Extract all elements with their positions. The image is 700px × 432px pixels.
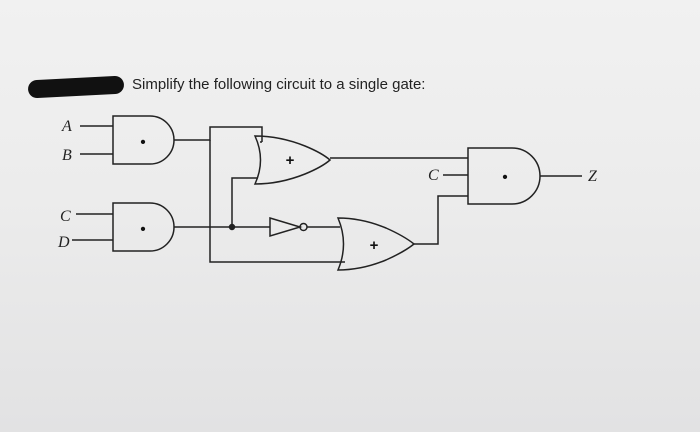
- not-gate: [269, 216, 303, 238]
- and-gate-right: [467, 147, 541, 205]
- wire-and-top-to-or: [174, 126, 263, 142]
- and-gate-top-symbol: •: [140, 134, 145, 151]
- or-gate-top: [253, 135, 332, 185]
- and-gate-bottom: [112, 202, 175, 252]
- or-gate-top-symbol: +: [286, 152, 295, 169]
- wire-and-bottom-to-or-top: [174, 177, 258, 228]
- output-label-z: Z: [588, 168, 598, 185]
- junction-dot: [228, 223, 236, 231]
- wire-or-bottom-output: [414, 195, 468, 245]
- question-text: Simplify the following circuit to a sing…: [132, 76, 426, 93]
- and-gate-right-symbol: •: [502, 169, 507, 186]
- input-label-b: B: [62, 147, 72, 164]
- input-label-c-right: C: [428, 167, 439, 184]
- input-label-c: C: [60, 208, 71, 225]
- and-gate-top: [112, 115, 175, 165]
- input-label-d: D: [57, 234, 70, 251]
- and-gate-bottom-symbol: •: [140, 221, 145, 238]
- or-gate-bottom-symbol: +: [370, 237, 379, 254]
- input-label-a: A: [61, 118, 72, 135]
- wire-and-top-to-or-bottom: [209, 140, 345, 263]
- or-gate-bottom: [336, 217, 416, 271]
